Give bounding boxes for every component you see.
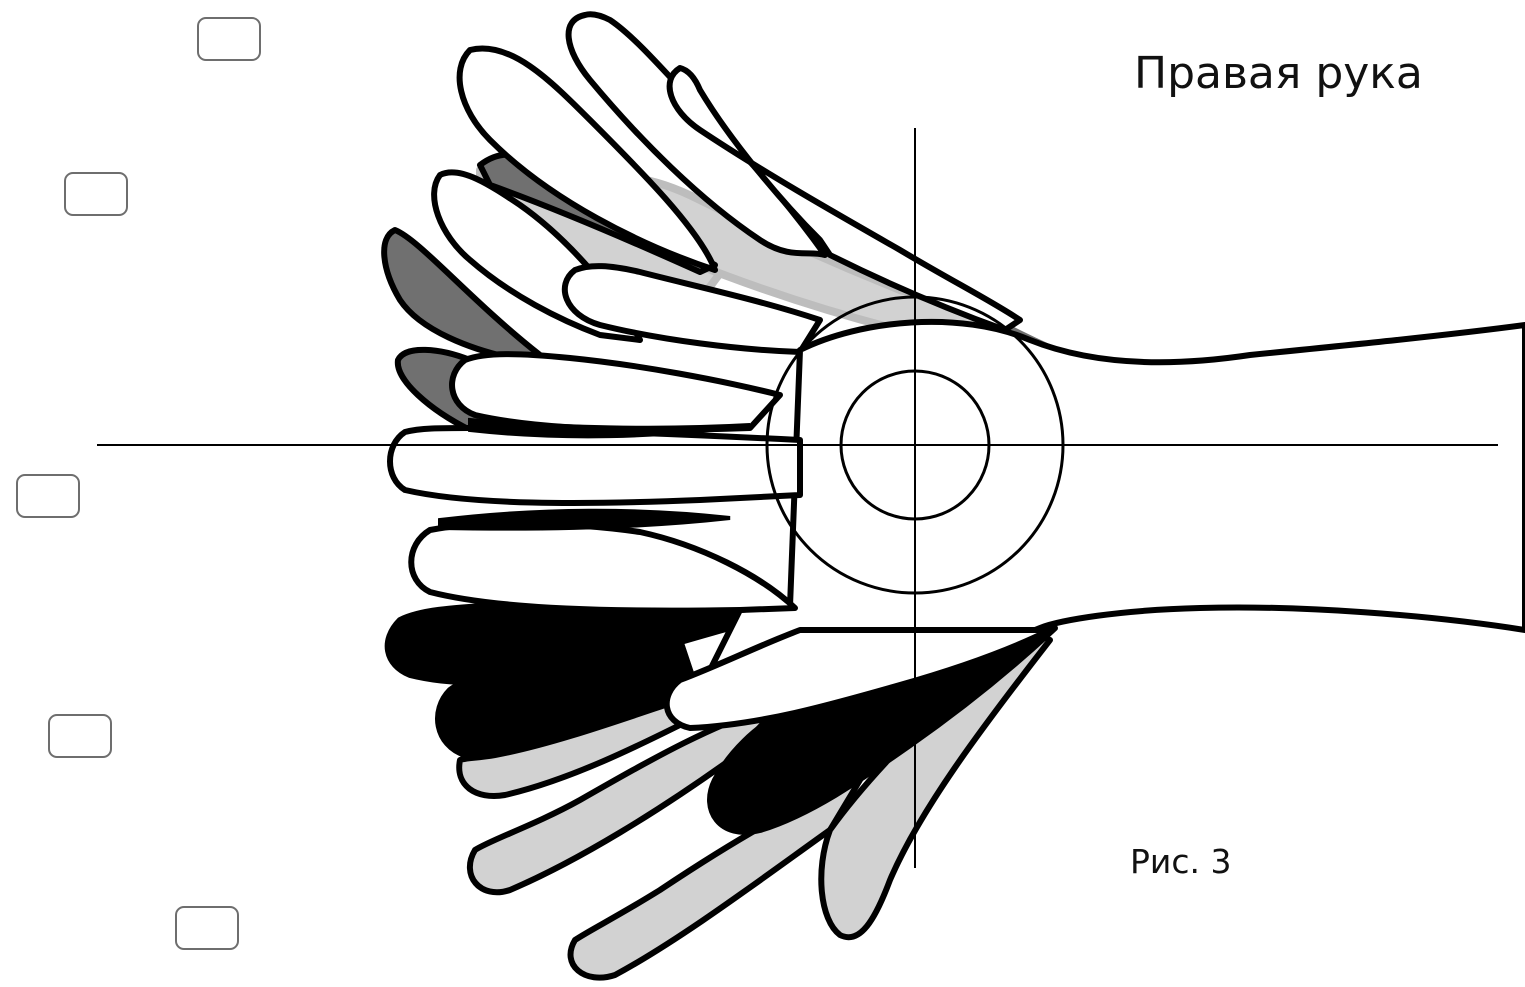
answer-box-2[interactable] xyxy=(64,172,128,216)
answer-box-1[interactable] xyxy=(197,17,261,61)
answer-box-4[interactable] xyxy=(48,714,112,758)
finger-above-axis xyxy=(452,354,780,430)
finger-on-axis xyxy=(390,428,800,503)
finger-below-axis xyxy=(411,523,795,610)
figure-title: Правая рука xyxy=(1134,48,1423,99)
answer-box-5[interactable] xyxy=(175,906,239,950)
answer-box-3[interactable] xyxy=(16,474,80,518)
figure-caption: Рис. 3 xyxy=(1130,842,1231,881)
separator-2 xyxy=(440,511,730,529)
